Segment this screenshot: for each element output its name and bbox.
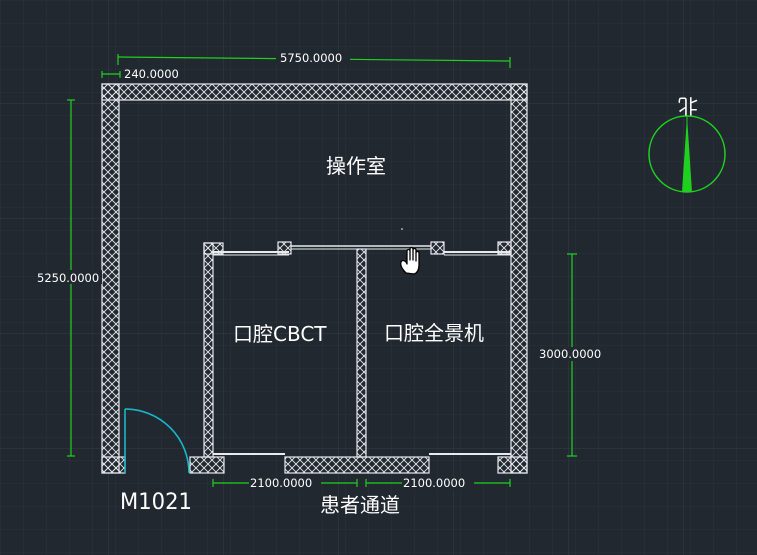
dimension-overall-width: 5750.0000 — [280, 51, 342, 65]
left-room-left-wall[interactable] — [203, 242, 214, 458]
bottom-wall-mid-left[interactable] — [189, 456, 225, 474]
top-wall[interactable] — [101, 83, 528, 101]
partition-wall[interactable] — [356, 248, 367, 458]
room-label-control-room: 操作室 — [326, 154, 386, 178]
dimension-left-room-width: 2100.0000 — [250, 476, 312, 490]
door-swing-arc[interactable] — [124, 408, 190, 474]
dimension-wall-thickness: 240.0000 — [124, 67, 179, 81]
bottom-wall-right[interactable] — [497, 456, 528, 474]
dimension-right-room-width: 2100.0000 — [403, 476, 465, 490]
dimension-overall-height: 5250.0000 — [37, 271, 99, 285]
door-m1021[interactable] — [124, 408, 190, 474]
north-compass[interactable]: 北 — [648, 94, 726, 193]
pick-point — [401, 228, 403, 230]
dimension-room-height: 3000.0000 — [539, 347, 601, 361]
hand-pan-icon — [400, 246, 420, 275]
right-wall[interactable] — [510, 83, 528, 474]
outer-walls[interactable] — [101, 83, 528, 474]
room-label-cbct: 口腔CBCT — [233, 322, 327, 346]
left-wall[interactable] — [101, 83, 120, 474]
pillar-right[interactable] — [430, 241, 445, 255]
corridor-label: 患者通道 — [320, 493, 400, 517]
bottom-wall-left[interactable] — [101, 456, 126, 474]
door-label: M1021 — [120, 490, 192, 515]
compass-north-label: 北 — [678, 94, 698, 118]
room-label-panoramic: 口腔全景机 — [384, 321, 484, 345]
left-room-top-stub[interactable] — [203, 242, 224, 255]
bottom-wall-center[interactable] — [284, 456, 430, 474]
